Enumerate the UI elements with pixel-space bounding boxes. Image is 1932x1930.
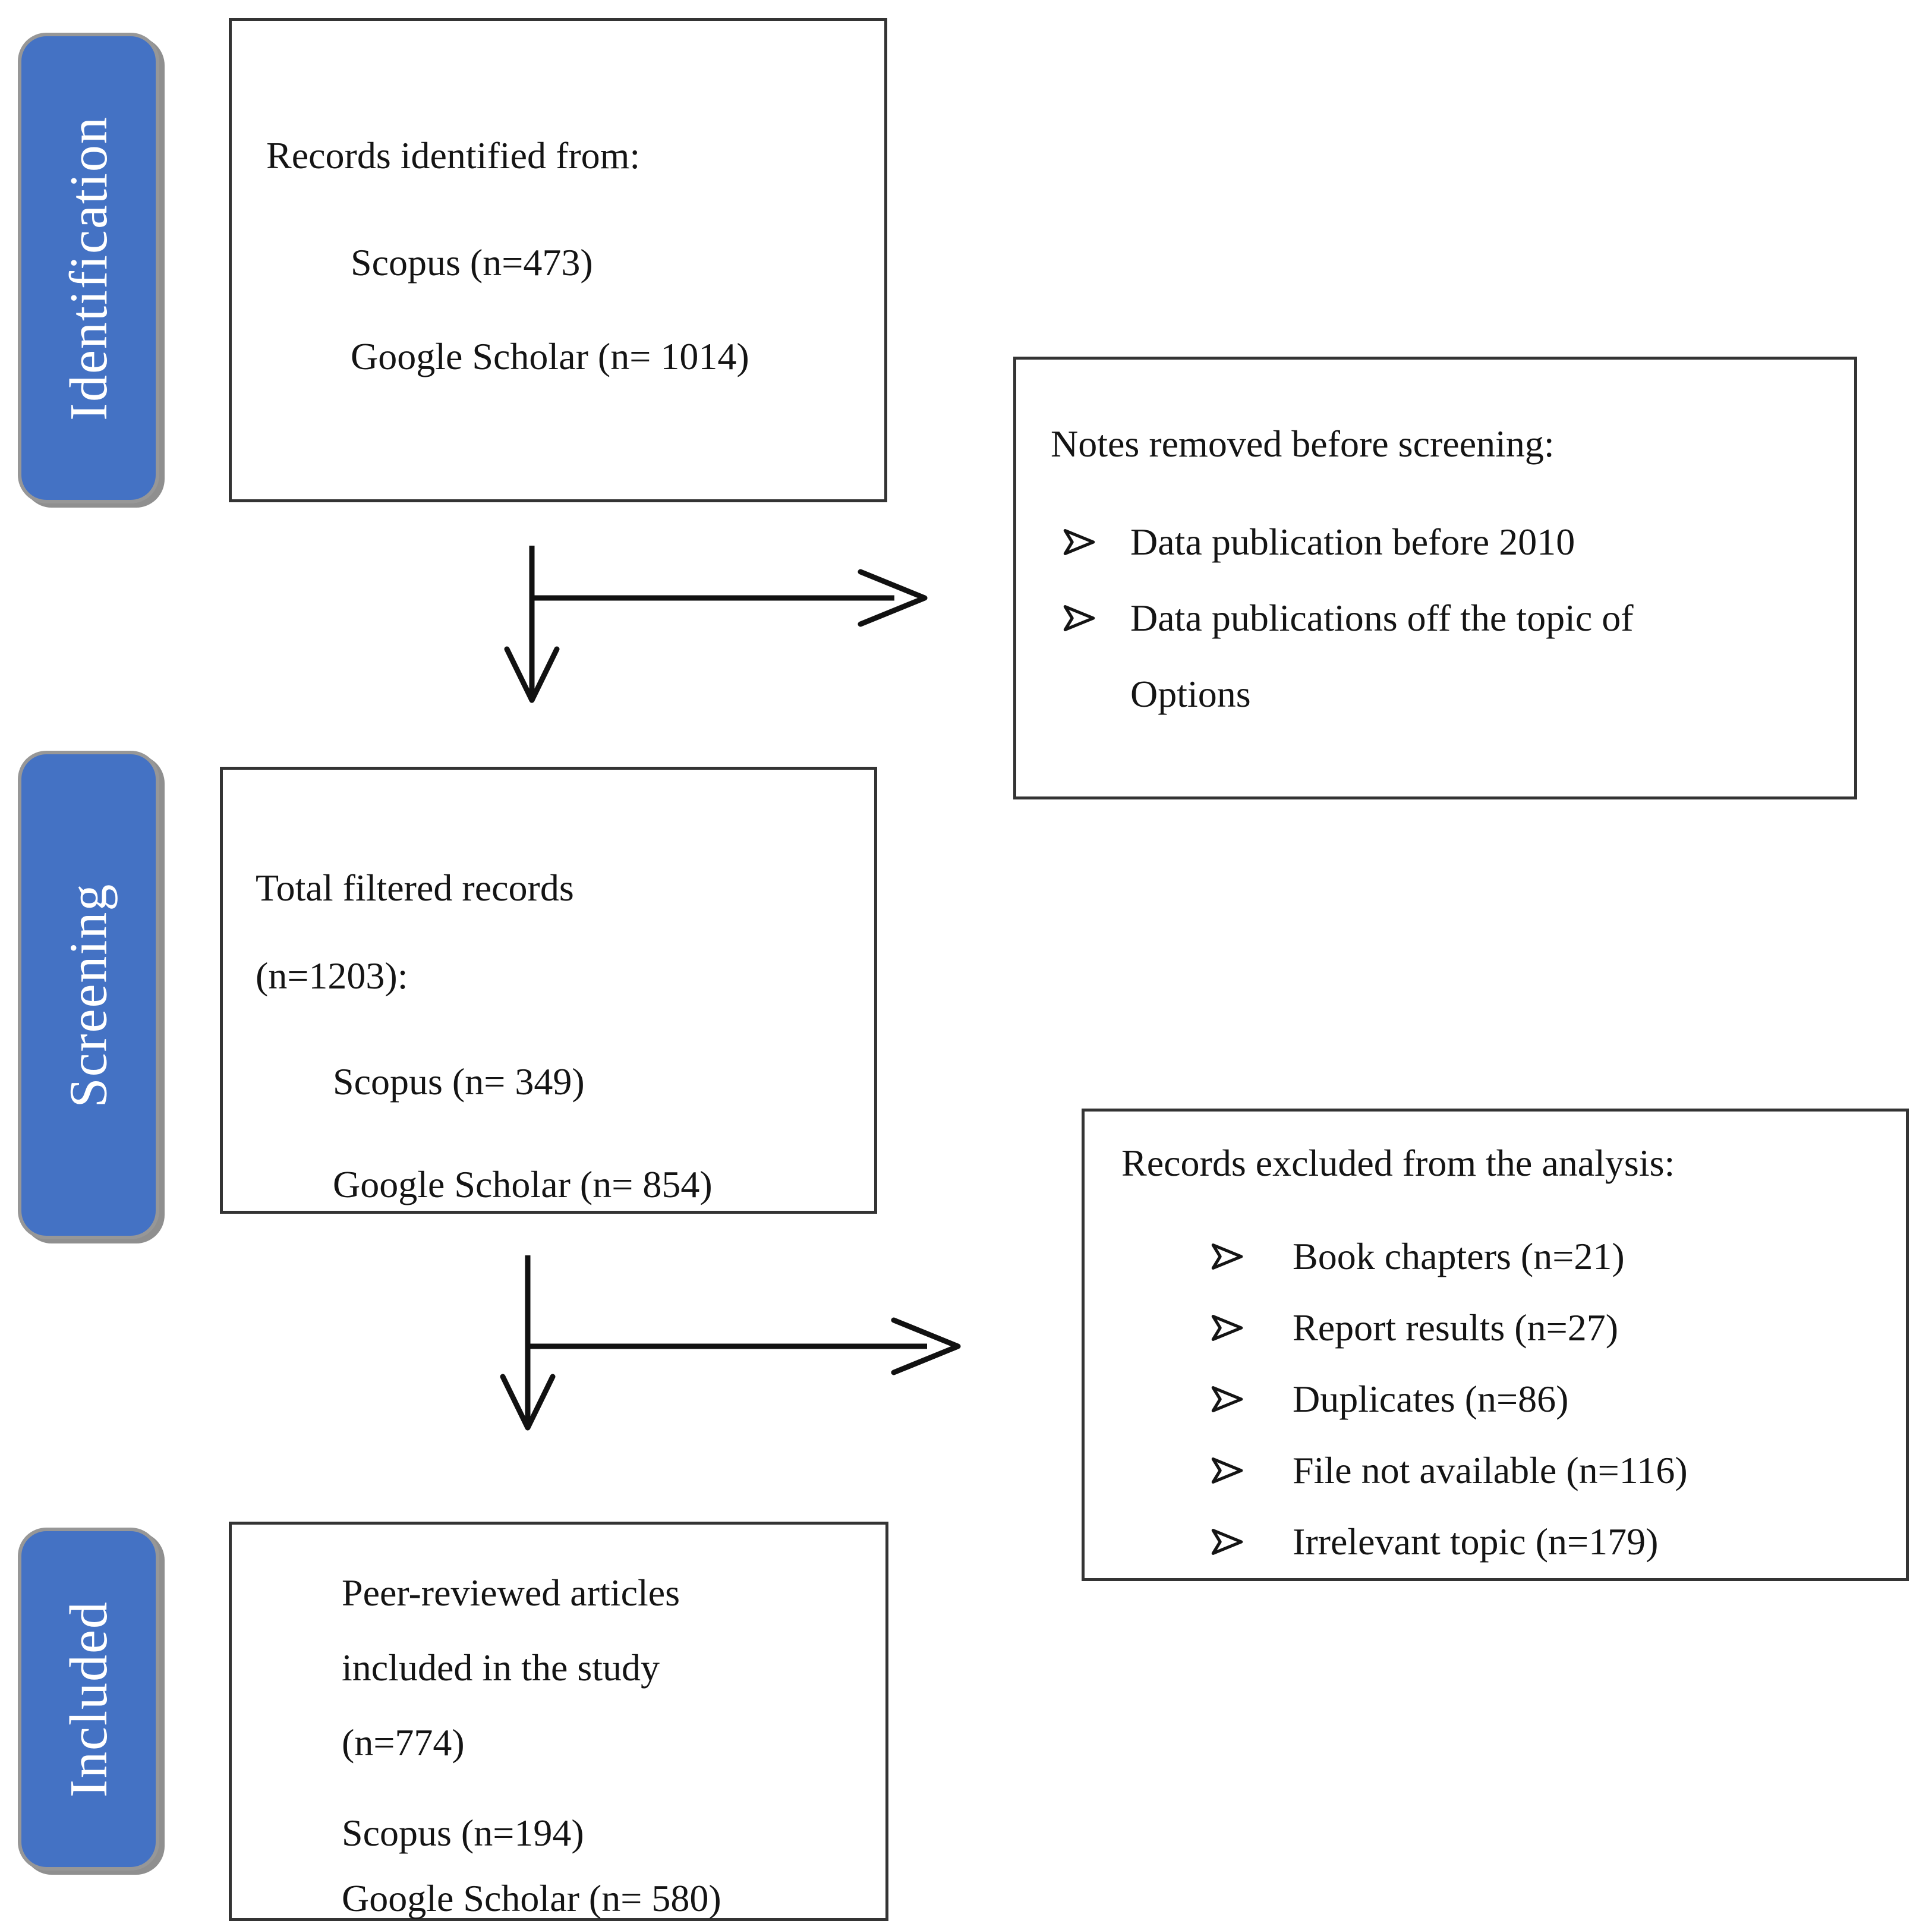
notes-removed-list: Data publication before 2010 Data public… <box>1051 504 1854 732</box>
list-item: File not available (n=116) <box>1211 1435 1906 1506</box>
box-records-identified-title: Records identified from: <box>266 134 641 177</box>
stage-screening: Screening <box>18 751 159 1239</box>
arrow-bullet-icon <box>1211 1529 1243 1555</box>
box-included-title-line: (n=774) <box>342 1721 465 1764</box>
box-total-filtered: Total filtered records (n=1203): Scopus … <box>220 767 877 1214</box>
arrow-identified-to-filtered <box>504 546 928 703</box>
list-item-text: Data publications off the topic of Optio… <box>1130 597 1634 715</box>
box-notes-removed: Notes removed before screening: Data pub… <box>1013 357 1857 799</box>
list-item: Report results (n=27) <box>1211 1292 1906 1364</box>
total-filtered-source: Scopus (n= 349) <box>333 1060 585 1103</box>
box-included-title-line: Peer-reviewed articles <box>342 1572 680 1614</box>
arrow-bullet-icon <box>1063 529 1095 555</box>
list-item: Data publications off the topic of Optio… <box>1051 580 1854 732</box>
box-records-excluded: Records excluded from the analysis: Book… <box>1082 1109 1909 1581</box>
box-total-filtered-count: (n=1203): <box>256 955 408 997</box>
records-excluded-list: Book chapters (n=21) Report results (n=2… <box>1211 1221 1906 1578</box>
list-item: Duplicates (n=86) <box>1211 1364 1906 1435</box>
list-item: Data publication before 2010 <box>1051 504 1854 580</box>
box-total-filtered-title: Total filtered records <box>256 867 574 909</box>
box-included-title-line: included in the study <box>342 1646 660 1689</box>
list-item: Book chapters (n=21) <box>1211 1221 1906 1292</box>
arrow-bullet-icon <box>1211 1315 1243 1341</box>
total-filtered-source: Google Scholar (n= 854) <box>333 1163 713 1205</box>
box-records-identified: Records identified from: Scopus (n=473) … <box>229 18 887 502</box>
list-item-text: Data publication before 2010 <box>1130 521 1575 563</box>
arrow-filtered-to-included <box>500 1255 961 1431</box>
records-identified-source: Google Scholar (n= 1014) <box>351 335 749 377</box>
list-item-text: Report results (n=27) <box>1293 1306 1618 1349</box>
arrow-bullet-icon <box>1211 1243 1243 1270</box>
list-item: Irrelevant topic (n=179) <box>1211 1506 1906 1578</box>
records-identified-source: Scopus (n=473) <box>351 241 593 284</box>
included-source: Scopus (n=194) <box>342 1812 584 1854</box>
stage-identification: Identification <box>18 33 159 503</box>
arrow-bullet-icon <box>1211 1386 1243 1412</box>
list-item-text: Book chapters (n=21) <box>1293 1235 1625 1277</box>
list-item-text: File not available (n=116) <box>1293 1449 1688 1491</box>
list-item-text: Duplicates (n=86) <box>1293 1378 1569 1420</box>
box-records-excluded-title: Records excluded from the analysis: <box>1121 1142 1675 1184</box>
arrow-bullet-icon <box>1063 605 1095 631</box>
included-source: Google Scholar (n= 580) <box>342 1877 721 1919</box>
box-peer-reviewed-included: Peer-reviewed articles included in the s… <box>229 1522 888 1921</box>
box-notes-removed-title: Notes removed before screening: <box>1051 423 1555 465</box>
arrow-bullet-icon <box>1211 1457 1243 1484</box>
list-item-text: Irrelevant topic (n=179) <box>1293 1520 1659 1563</box>
stage-included: Included <box>18 1528 159 1871</box>
